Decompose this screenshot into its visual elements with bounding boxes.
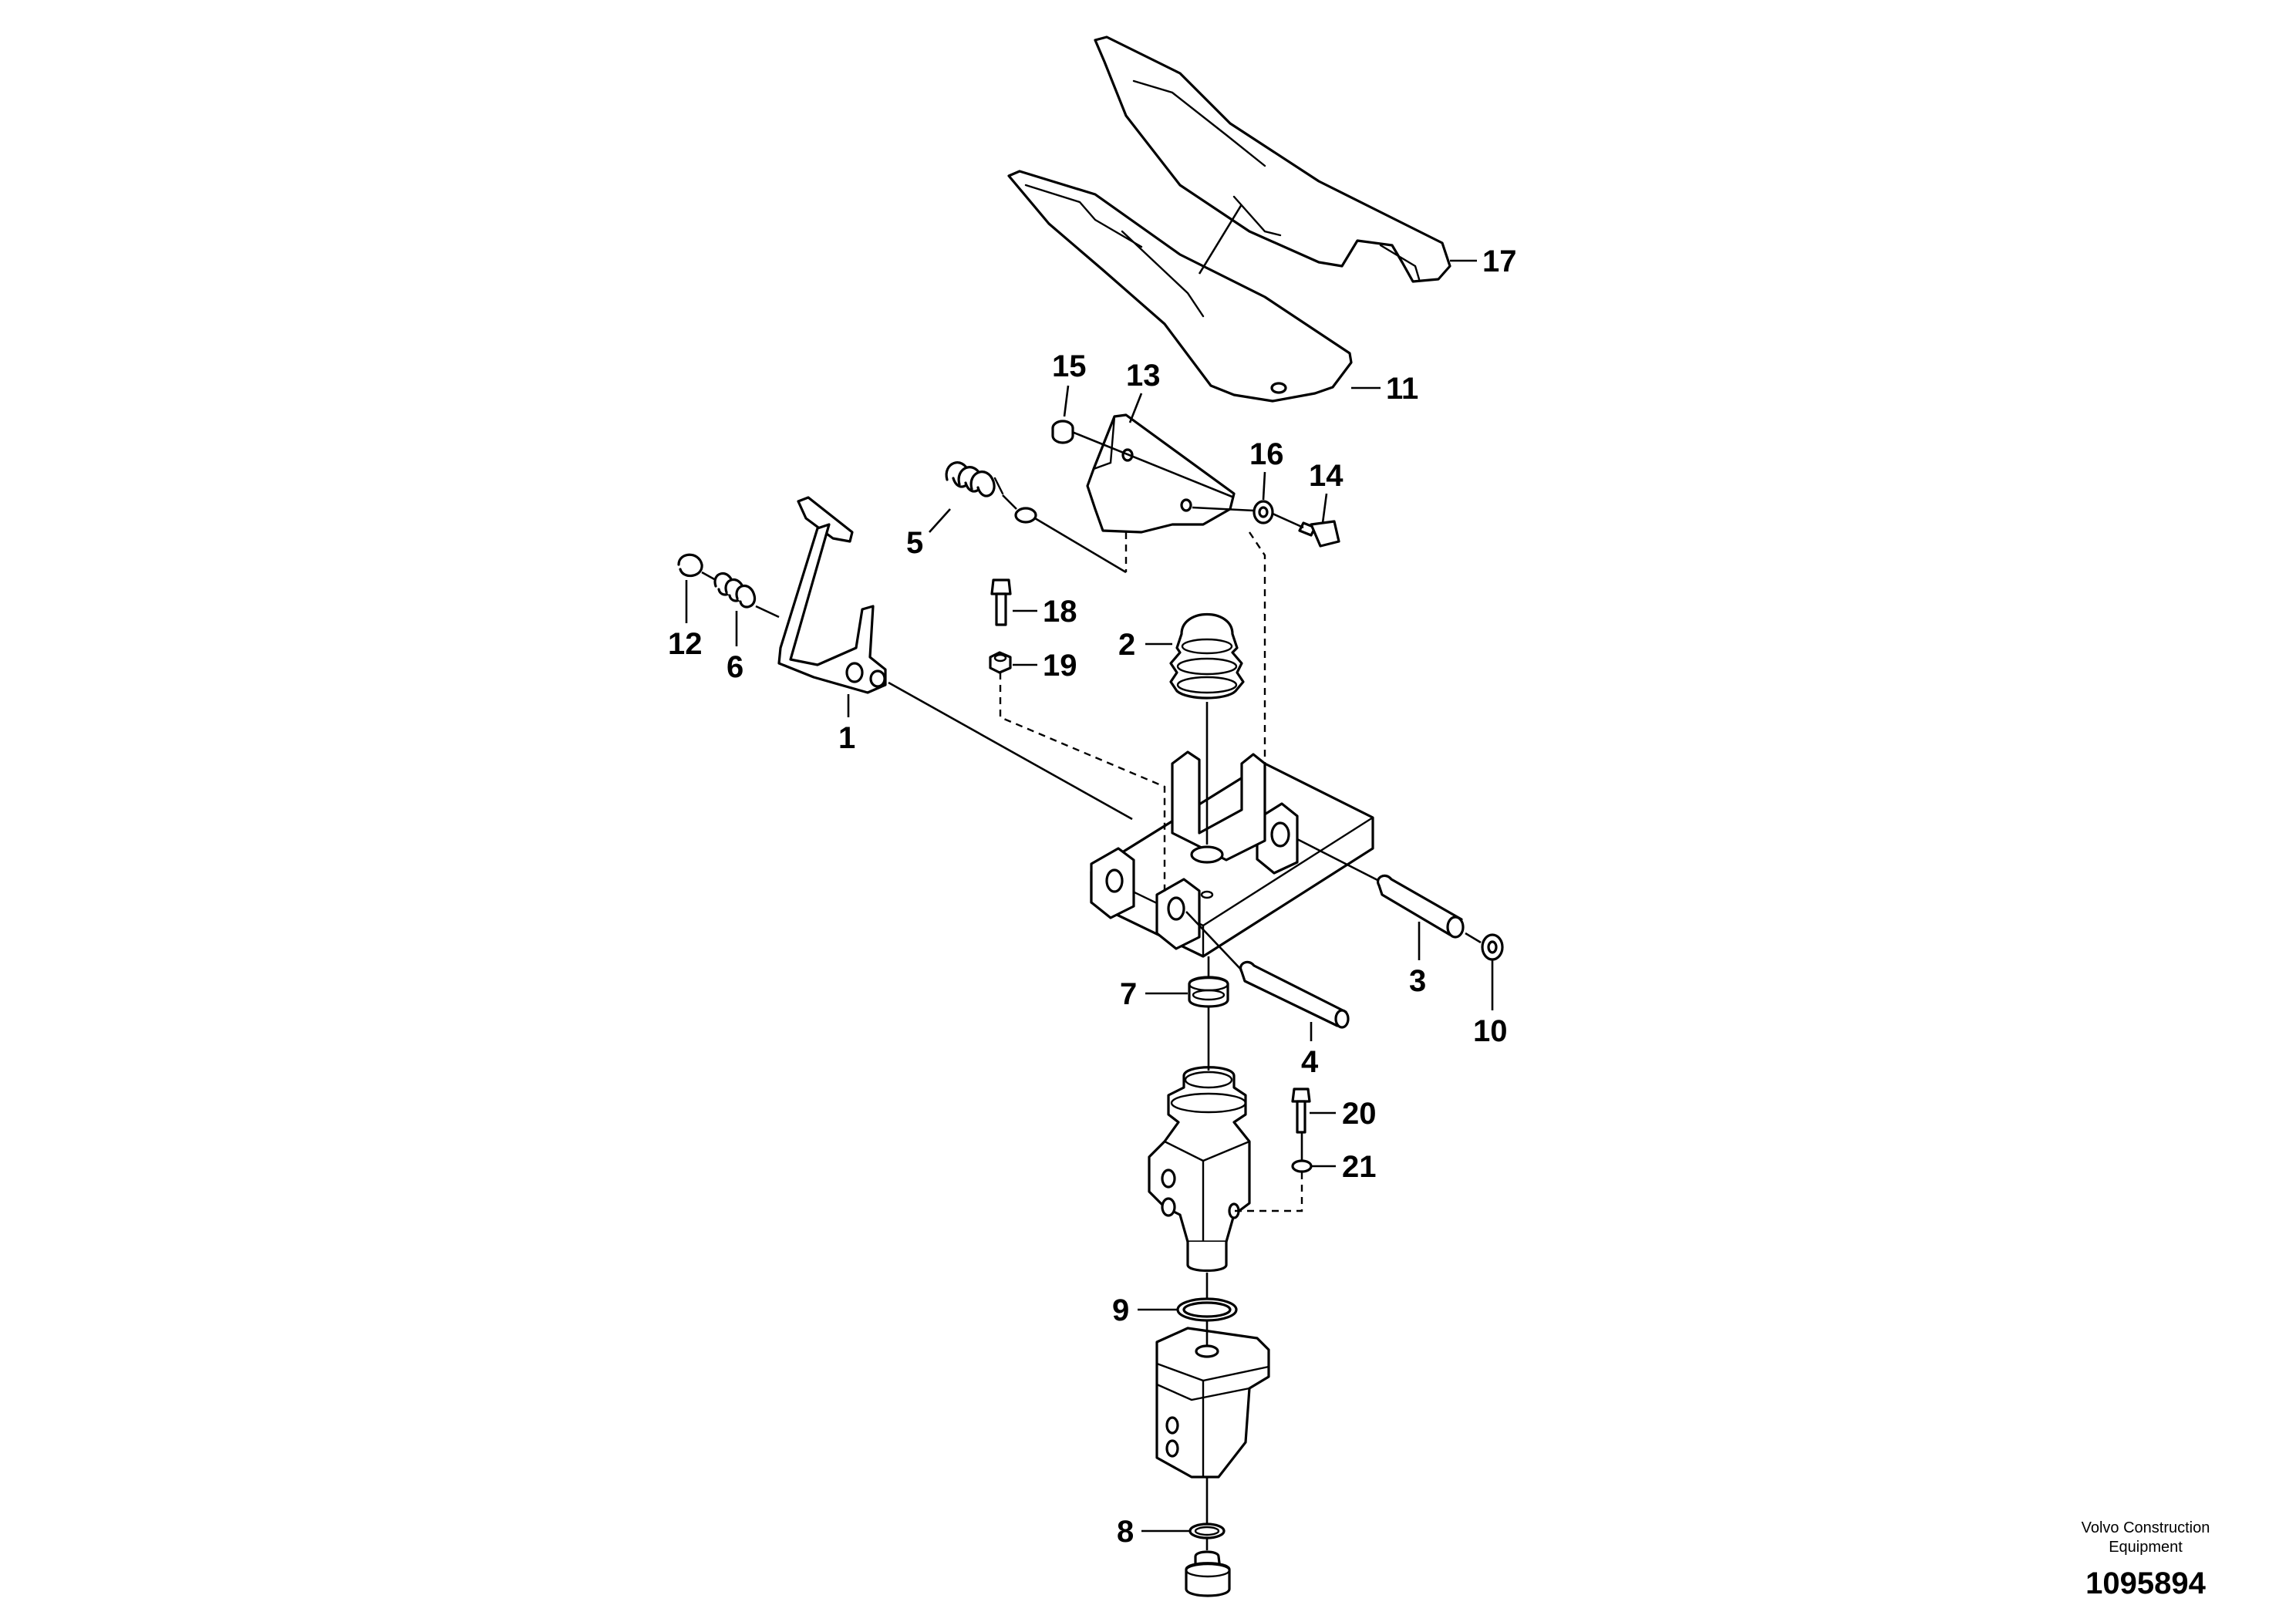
part-9-oring xyxy=(1176,1297,1238,1322)
callout-2: 2 xyxy=(1118,628,1135,662)
callout-leaders xyxy=(685,259,1494,1533)
callout-11: 11 xyxy=(1386,372,1418,406)
part-3-pin xyxy=(1377,874,1465,939)
hidden-lines xyxy=(999,531,1303,1212)
callout-18: 18 xyxy=(1043,595,1077,629)
part-12-ring xyxy=(677,553,703,578)
part-7-bushing xyxy=(1188,976,1229,1008)
part-5-washer xyxy=(1014,507,1037,524)
base-plate xyxy=(1090,750,1374,958)
drawing-number: 1095894 xyxy=(2085,1566,2206,1600)
part-21-washer xyxy=(1291,1159,1313,1173)
bottom-plug xyxy=(1185,1550,1231,1597)
callout-12: 12 xyxy=(668,627,703,661)
part-16-washer xyxy=(1253,500,1274,524)
callout-13: 13 xyxy=(1126,359,1161,393)
company-name-line2: Equipment xyxy=(2109,1539,2183,1556)
connector-17-11 xyxy=(1198,204,1243,275)
callout-3: 3 xyxy=(1409,964,1426,998)
part-14-bolt xyxy=(1298,520,1340,548)
drawing-footer: Volvo Construction Equipment 1095894 xyxy=(2082,1519,2210,1600)
lower-block xyxy=(1155,1327,1270,1479)
valve-body xyxy=(1148,1066,1251,1273)
assembly-lines xyxy=(701,430,1482,1550)
part-17-pedal-cover xyxy=(1094,35,1451,283)
part-15-nut xyxy=(1051,420,1074,444)
part-5-spring xyxy=(945,461,1004,497)
part-19-nut xyxy=(989,651,1012,674)
callout-8: 8 xyxy=(1117,1515,1134,1549)
callout-19: 19 xyxy=(1043,649,1077,683)
part-8-oring xyxy=(1188,1523,1226,1539)
company-name-line1: Volvo Construction xyxy=(2082,1519,2210,1536)
callout-6: 6 xyxy=(727,650,743,684)
callout-20: 20 xyxy=(1342,1097,1377,1131)
part-2-boot xyxy=(1169,612,1245,700)
callout-1: 1 xyxy=(838,721,855,755)
callout-14: 14 xyxy=(1309,459,1344,493)
part-6-spring xyxy=(713,572,757,609)
callout-labels: 17 11 13 15 16 14 5 12 6 1 18 19 2 3 10 … xyxy=(668,244,1517,1549)
callout-21: 21 xyxy=(1342,1150,1377,1184)
callout-16: 16 xyxy=(1249,437,1284,471)
part-13-bracket xyxy=(1086,413,1236,534)
part-1-pedal-lever xyxy=(777,496,887,694)
callout-15: 15 xyxy=(1052,349,1087,383)
callout-7: 7 xyxy=(1120,977,1137,1011)
part-4-pin xyxy=(1239,960,1350,1029)
callout-4: 4 xyxy=(1301,1045,1319,1079)
callout-17: 17 xyxy=(1482,244,1517,278)
part-11-pedal-plate xyxy=(1007,170,1353,403)
callout-9: 9 xyxy=(1112,1293,1129,1327)
part-20-bolt xyxy=(1291,1088,1311,1134)
part-18-bolt xyxy=(990,578,1012,626)
callout-5: 5 xyxy=(906,526,923,560)
part-10-ring xyxy=(1481,933,1504,961)
callout-10: 10 xyxy=(1473,1014,1508,1048)
